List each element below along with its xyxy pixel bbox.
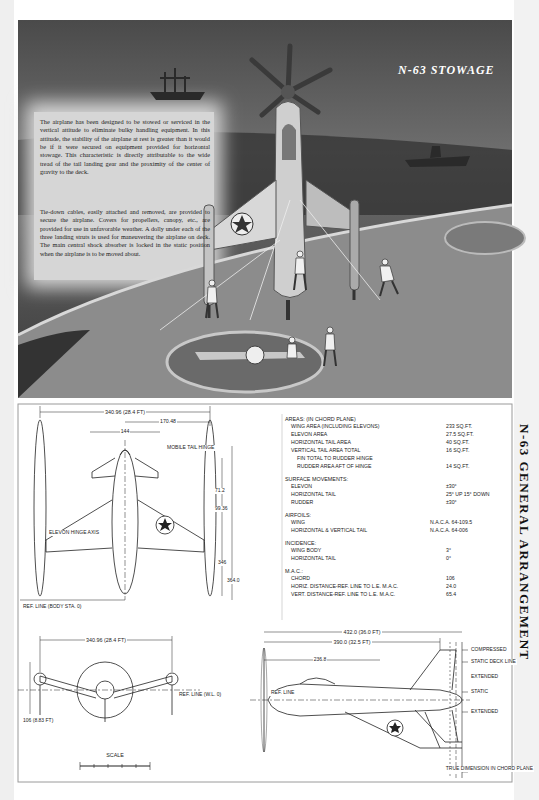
dimension-label: TRUE DIMENSION IN CHORD PLANE [445, 766, 534, 772]
table-cell: AREAS: (IN CHORD PLANE) [285, 416, 356, 422]
table-cell: 25° UP 15° DOWN [446, 492, 490, 498]
table-cell: 14 SQ.FT. [446, 464, 469, 470]
sheet-title: N-63 GENERAL ARRANGEMENT [516, 424, 531, 661]
dimension-label: COMPRESSED [470, 647, 508, 653]
dimension-label: 346 [217, 560, 227, 566]
table-cell: 16 SQ.FT. [446, 448, 469, 454]
description-text: Tie-down cables, easily attached and rem… [40, 208, 210, 258]
table-cell: FIN TOTAL TO RUDDER HINGE [297, 456, 373, 462]
dimension-label: 340.96 (28.4 FT) [104, 409, 146, 415]
table-cell: AIRFOILS: [285, 512, 311, 518]
dimension-label: 236.8 [313, 657, 328, 663]
table-cell: CHORD [291, 576, 310, 582]
table-cell: WING AREA (INCLUDING ELEVONS) [291, 424, 380, 430]
table-cell: VERTICAL TAIL AREA TOTAL [291, 448, 360, 454]
dimension-label: 364.0 [226, 578, 241, 584]
table-cell: VERT. DISTANCE-REF. LINE TO L.E. M.A.C. [291, 592, 395, 598]
table-cell: ELEVON [291, 484, 312, 490]
table-cell: RUDDER AREA AFT OF HINGE [297, 464, 372, 470]
table-cell: HORIZ. DISTANCE-REF. LINE TO L.E. M.A.C. [291, 584, 398, 590]
dimension-label: 71.2 [214, 488, 226, 494]
dimension-label: STATIC [470, 689, 489, 695]
table-cell: HORIZONTAL TAIL AREA [291, 440, 351, 446]
dimension-label: 99.36 [214, 506, 229, 512]
table-cell: HORIZONTAL & VERTICAL TAIL [291, 528, 367, 534]
dimension-label: 432.0 (36.0 FT) [342, 629, 381, 635]
dimension-label: 106 (8.83 FT) [22, 718, 54, 724]
table-cell: INCIDENCE: [285, 540, 316, 546]
table-cell: 65.4 [446, 592, 456, 598]
table-cell: 27.5 SQ.FT. [446, 432, 474, 438]
table-cell: 0° [446, 556, 451, 562]
dimension-label: 390.0 (32.5 FT) [332, 639, 371, 645]
page-title: N-63 STOWAGE [398, 64, 495, 78]
table-cell: 233 SQ.FT. [446, 424, 472, 430]
table-cell: 24.0 [446, 584, 456, 590]
dimension-label: REF. LINE (BODY STA. 0) [22, 604, 82, 610]
dimension-label: 340.96 (28.4 FT) [85, 637, 127, 643]
dimension-label: EXTENDED [470, 709, 499, 715]
dimension-label: STATIC DECK LINE [470, 659, 517, 665]
table-cell: ±30° [446, 484, 457, 490]
dimension-label: SCALE [105, 752, 125, 758]
dimension-label: ELEVON HINGE AXIS [48, 530, 100, 536]
dimension-label: MOBILE TAIL HINGE [166, 445, 215, 451]
table-cell: HORIZONTAL TAIL [291, 492, 336, 498]
table-cell: 3° [446, 548, 451, 554]
dimension-label: REF. LINE (W.L. 0) [178, 692, 222, 698]
table-cell: ELEVON AREA [291, 432, 327, 438]
table-cell: N.A.C.A. 64-109.5 [430, 520, 472, 526]
table-cell: N.A.C.A. 64-006 [430, 528, 468, 534]
table-cell: WING [291, 520, 305, 526]
table-cell: HORIZONTAL TAIL [291, 556, 336, 562]
dimension-label: EXTENDED [470, 674, 499, 680]
table-cell: RUDDER [291, 500, 313, 506]
table-cell: M.A.C.: [285, 568, 303, 574]
table-cell: 106 [446, 576, 455, 582]
dimension-label: REF. LINE [270, 690, 295, 696]
table-cell: WING BODY [291, 548, 321, 554]
table-cell: SURFACE MOVEMENTS: [285, 476, 348, 482]
table-cell: 40 SQ.FT. [446, 440, 469, 446]
description-text: The airplane has been designed to be sto… [40, 118, 210, 177]
table-cell: ±30° [446, 500, 457, 506]
dimension-label: 170.48 [159, 419, 177, 425]
dimension-label: 144 [120, 429, 131, 435]
